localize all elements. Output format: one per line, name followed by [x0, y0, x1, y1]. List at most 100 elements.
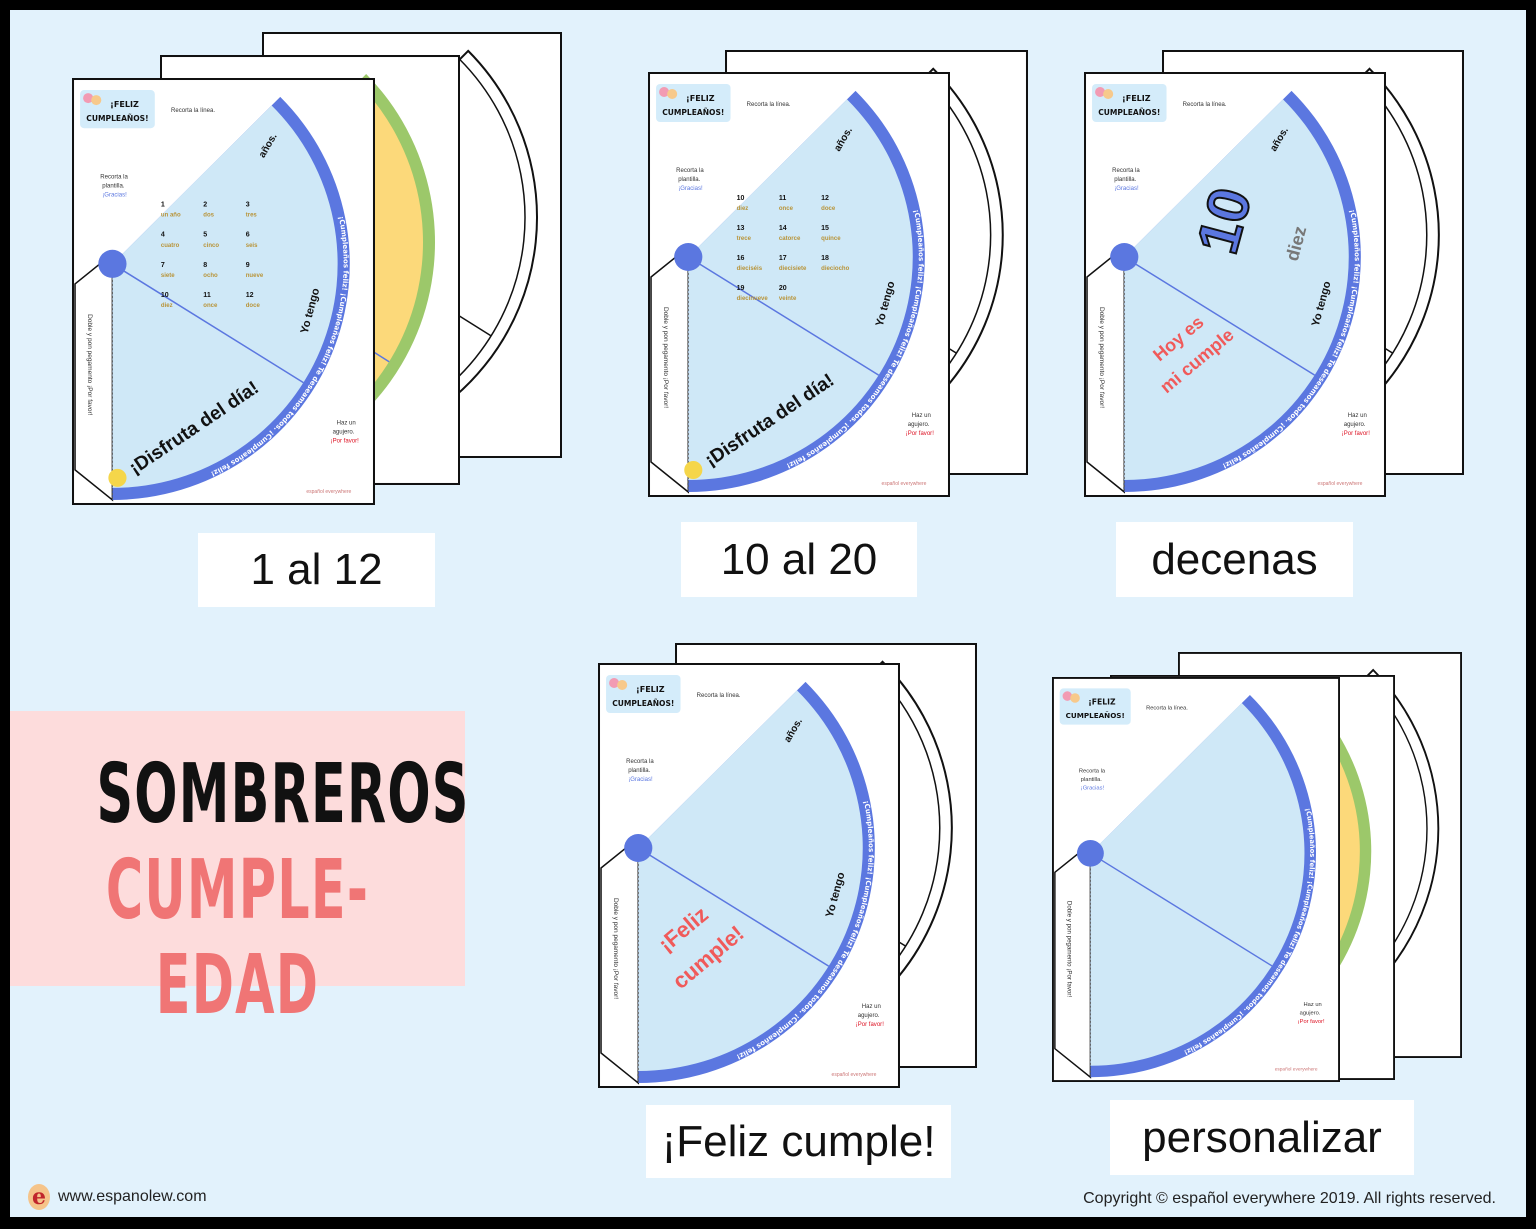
- cut-template-note: ¡Gracias!: [102, 193, 127, 199]
- number-entry: 3 tres: [246, 202, 258, 219]
- cut-template-note: ¡Gracias!: [628, 777, 653, 783]
- svg-text:tres: tres: [246, 213, 258, 219]
- promo-canvas: ¡Cumpleaños feliz! ¡Cumpleaños feliz! Te…: [10, 10, 1526, 1217]
- svg-text:11: 11: [203, 292, 211, 299]
- svg-text:cinco: cinco: [203, 243, 219, 249]
- svg-text:4: 4: [161, 232, 165, 239]
- title-block: SOMBREROS CUMPLE-EDAD: [10, 711, 468, 1033]
- balloon-icon: [667, 89, 678, 99]
- cut-template-note: Recorta la: [626, 759, 654, 765]
- hole-note: ¡Por favor!: [1298, 1019, 1325, 1025]
- cut-template-note: plantilla.: [678, 177, 700, 183]
- cut-template-note: ¡Gracias!: [1081, 785, 1105, 791]
- svg-text:3: 3: [246, 202, 250, 209]
- svg-text:trece: trece: [737, 236, 752, 242]
- svg-text:dos: dos: [203, 213, 214, 219]
- svg-text:once: once: [779, 206, 794, 212]
- balloon-icon: [1095, 87, 1106, 97]
- cut-line-note: Recorta la línea.: [697, 693, 741, 699]
- fan-apex: [624, 834, 653, 862]
- svg-text:doce: doce: [821, 206, 836, 212]
- number-entry: 11 once: [779, 195, 794, 212]
- hole-note: agujero.: [1344, 422, 1366, 428]
- svg-text:18: 18: [821, 255, 829, 262]
- fan-body: [1124, 99, 1349, 480]
- header-line1: ¡FELIZ: [110, 100, 139, 109]
- svg-text:dieciocho: dieciocho: [821, 266, 849, 272]
- label-personalizar: personalizar: [1110, 1100, 1414, 1175]
- hole-note: agujero.: [1300, 1010, 1321, 1016]
- svg-text:siete: siete: [161, 273, 175, 279]
- header-line2: CUMPLEAÑOS!: [1066, 711, 1125, 720]
- svg-text:2: 2: [203, 202, 207, 209]
- number-entry: 20 veinte: [779, 285, 797, 302]
- hole-note: ¡Por favor!: [1342, 431, 1371, 437]
- svg-text:14: 14: [779, 225, 787, 232]
- svg-text:un año: un año: [161, 213, 181, 219]
- cut-template-note: Recorta la: [1112, 168, 1140, 174]
- number-entry: 18 dieciocho: [821, 255, 849, 272]
- hole-note: agujero.: [908, 422, 930, 428]
- svg-text:11: 11: [779, 195, 787, 202]
- brand-mark: español everywhere: [306, 489, 351, 495]
- fold-line: [1123, 256, 1316, 376]
- header-line1: ¡FELIZ: [1122, 94, 1151, 103]
- title-cumple-edad: CUMPLE-EDAD: [105, 843, 370, 1033]
- svg-text:13: 13: [737, 225, 745, 232]
- copyright: Copyright © español everywhere 2019. All…: [1083, 1190, 1496, 1207]
- cut-line-note: Recorta la línea.: [1183, 102, 1227, 108]
- header-line2: CUMPLEAÑOS!: [1098, 108, 1160, 117]
- svg-text:quince: quince: [821, 236, 841, 242]
- brand-mark: español everywhere: [882, 481, 927, 487]
- fan-body: [688, 99, 913, 480]
- svg-text:10: 10: [161, 292, 169, 299]
- svg-text:diez: diez: [737, 206, 749, 212]
- svg-text:nueve: nueve: [246, 273, 264, 279]
- number-entry: 14 catorce: [779, 225, 801, 242]
- hole-note: ¡Por favor!: [906, 431, 935, 437]
- svg-text:seis: seis: [246, 243, 258, 249]
- espanol-everywhere-logo-icon: e: [28, 1184, 50, 1210]
- header-line2: CUMPLEAÑOS!: [86, 114, 148, 123]
- cut-template-note: plantilla.: [628, 768, 650, 774]
- cut-line-note: Recorta la línea.: [1146, 705, 1188, 711]
- footer-website: e www.espanolew.com: [28, 1184, 207, 1210]
- number-entry: 10 diez: [161, 292, 173, 309]
- svg-text:dieciséis: dieciséis: [737, 266, 763, 272]
- svg-text:9: 9: [246, 262, 250, 269]
- cut-template-note: ¡Gracias!: [678, 186, 703, 192]
- fan-apex: [1076, 839, 1104, 867]
- balloon-icon: [609, 678, 620, 688]
- balloon-icon: [1062, 691, 1073, 701]
- website-url[interactable]: www.espanolew.com: [58, 1188, 207, 1205]
- cut-template-note: plantilla.: [1114, 177, 1136, 183]
- fan-apex: [674, 243, 703, 271]
- header-line1: ¡FELIZ: [636, 685, 665, 694]
- brand-mark: español everywhere: [1318, 481, 1363, 487]
- number-entry: 9 nueve: [246, 262, 264, 279]
- fold-line: [687, 256, 880, 376]
- svg-text:7: 7: [161, 262, 165, 269]
- number-entry: 4 cuatro: [161, 232, 180, 249]
- hole-note: Haz un: [912, 413, 931, 419]
- number-entry: 15 quince: [821, 225, 841, 242]
- balloon-icon: [617, 680, 628, 690]
- hole-note: Haz un: [1348, 413, 1367, 419]
- label-decenas: decenas: [1116, 522, 1353, 597]
- label-1-al-12: 1 al 12: [198, 533, 435, 607]
- balloon-icon: [83, 93, 94, 104]
- svg-text:8: 8: [203, 262, 207, 269]
- number-entry: 8 ocho: [203, 262, 218, 279]
- balloon-icon: [1070, 693, 1080, 703]
- number-entry: 6 seis: [246, 232, 258, 249]
- smiley-icon: [684, 461, 703, 479]
- svg-text:diecisiete: diecisiete: [779, 266, 807, 272]
- balloon-icon: [1103, 89, 1114, 99]
- glue-note: Doble y pon pegamento ¡Por favor!: [86, 314, 93, 416]
- number-entry: 2 dos: [203, 202, 214, 219]
- cut-template-note: Recorta la: [676, 168, 704, 174]
- cut-template-note: plantilla.: [1081, 777, 1102, 783]
- smiley-icon: [108, 468, 127, 487]
- glue-note: Doble y pon pegamento ¡Por favor!: [662, 307, 669, 408]
- fan-apex: [98, 249, 127, 278]
